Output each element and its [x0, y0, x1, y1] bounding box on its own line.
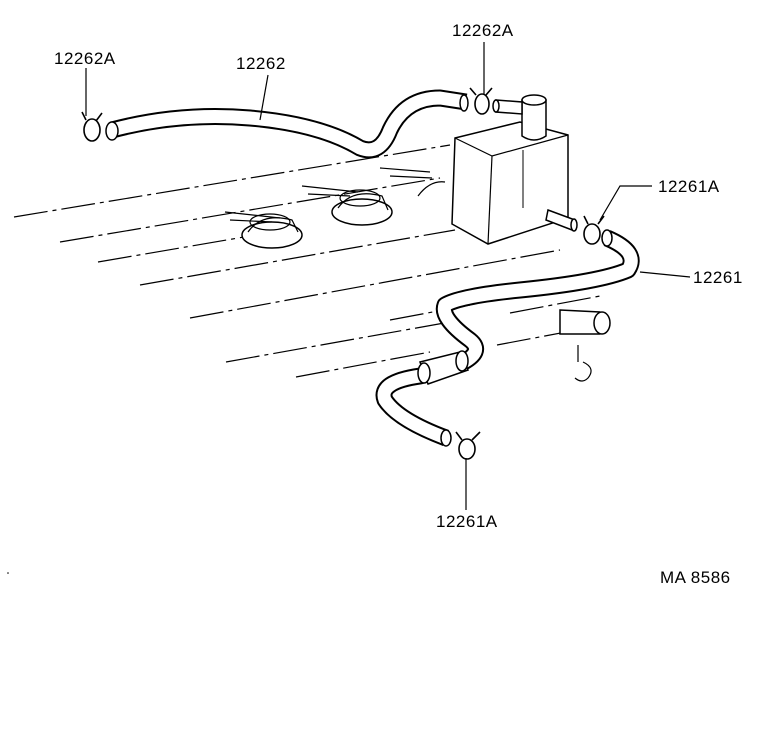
label-clamp-right: 12261A [658, 177, 720, 196]
hose-clamp [81, 111, 103, 142]
label-clamp-top-mid: 12262A [452, 21, 514, 40]
label-clamp-bottom: 12261A [436, 512, 498, 531]
hose-clamp [469, 87, 493, 115]
breather-housing [451, 94, 578, 245]
label-hose-upper: 12262 [236, 54, 286, 73]
figure-code: MA 8586 [660, 568, 731, 587]
hose-clamp [583, 215, 605, 245]
side-pipe [559, 309, 611, 382]
ventilation-hose-12262 [105, 89, 469, 159]
spark-plug-boss [301, 185, 393, 226]
spark-plug-boss [379, 167, 446, 197]
hose-clamp [455, 431, 481, 460]
label-hose-lower: 12261 [693, 268, 743, 287]
ventilation-hose-12261 [375, 229, 640, 447]
speck [7, 572, 9, 574]
leader-lines [85, 42, 691, 510]
label-clamp-top-left: 12262A [54, 49, 116, 68]
cylinder-head-cover [13, 94, 611, 382]
spark-plug-boss [224, 211, 303, 249]
